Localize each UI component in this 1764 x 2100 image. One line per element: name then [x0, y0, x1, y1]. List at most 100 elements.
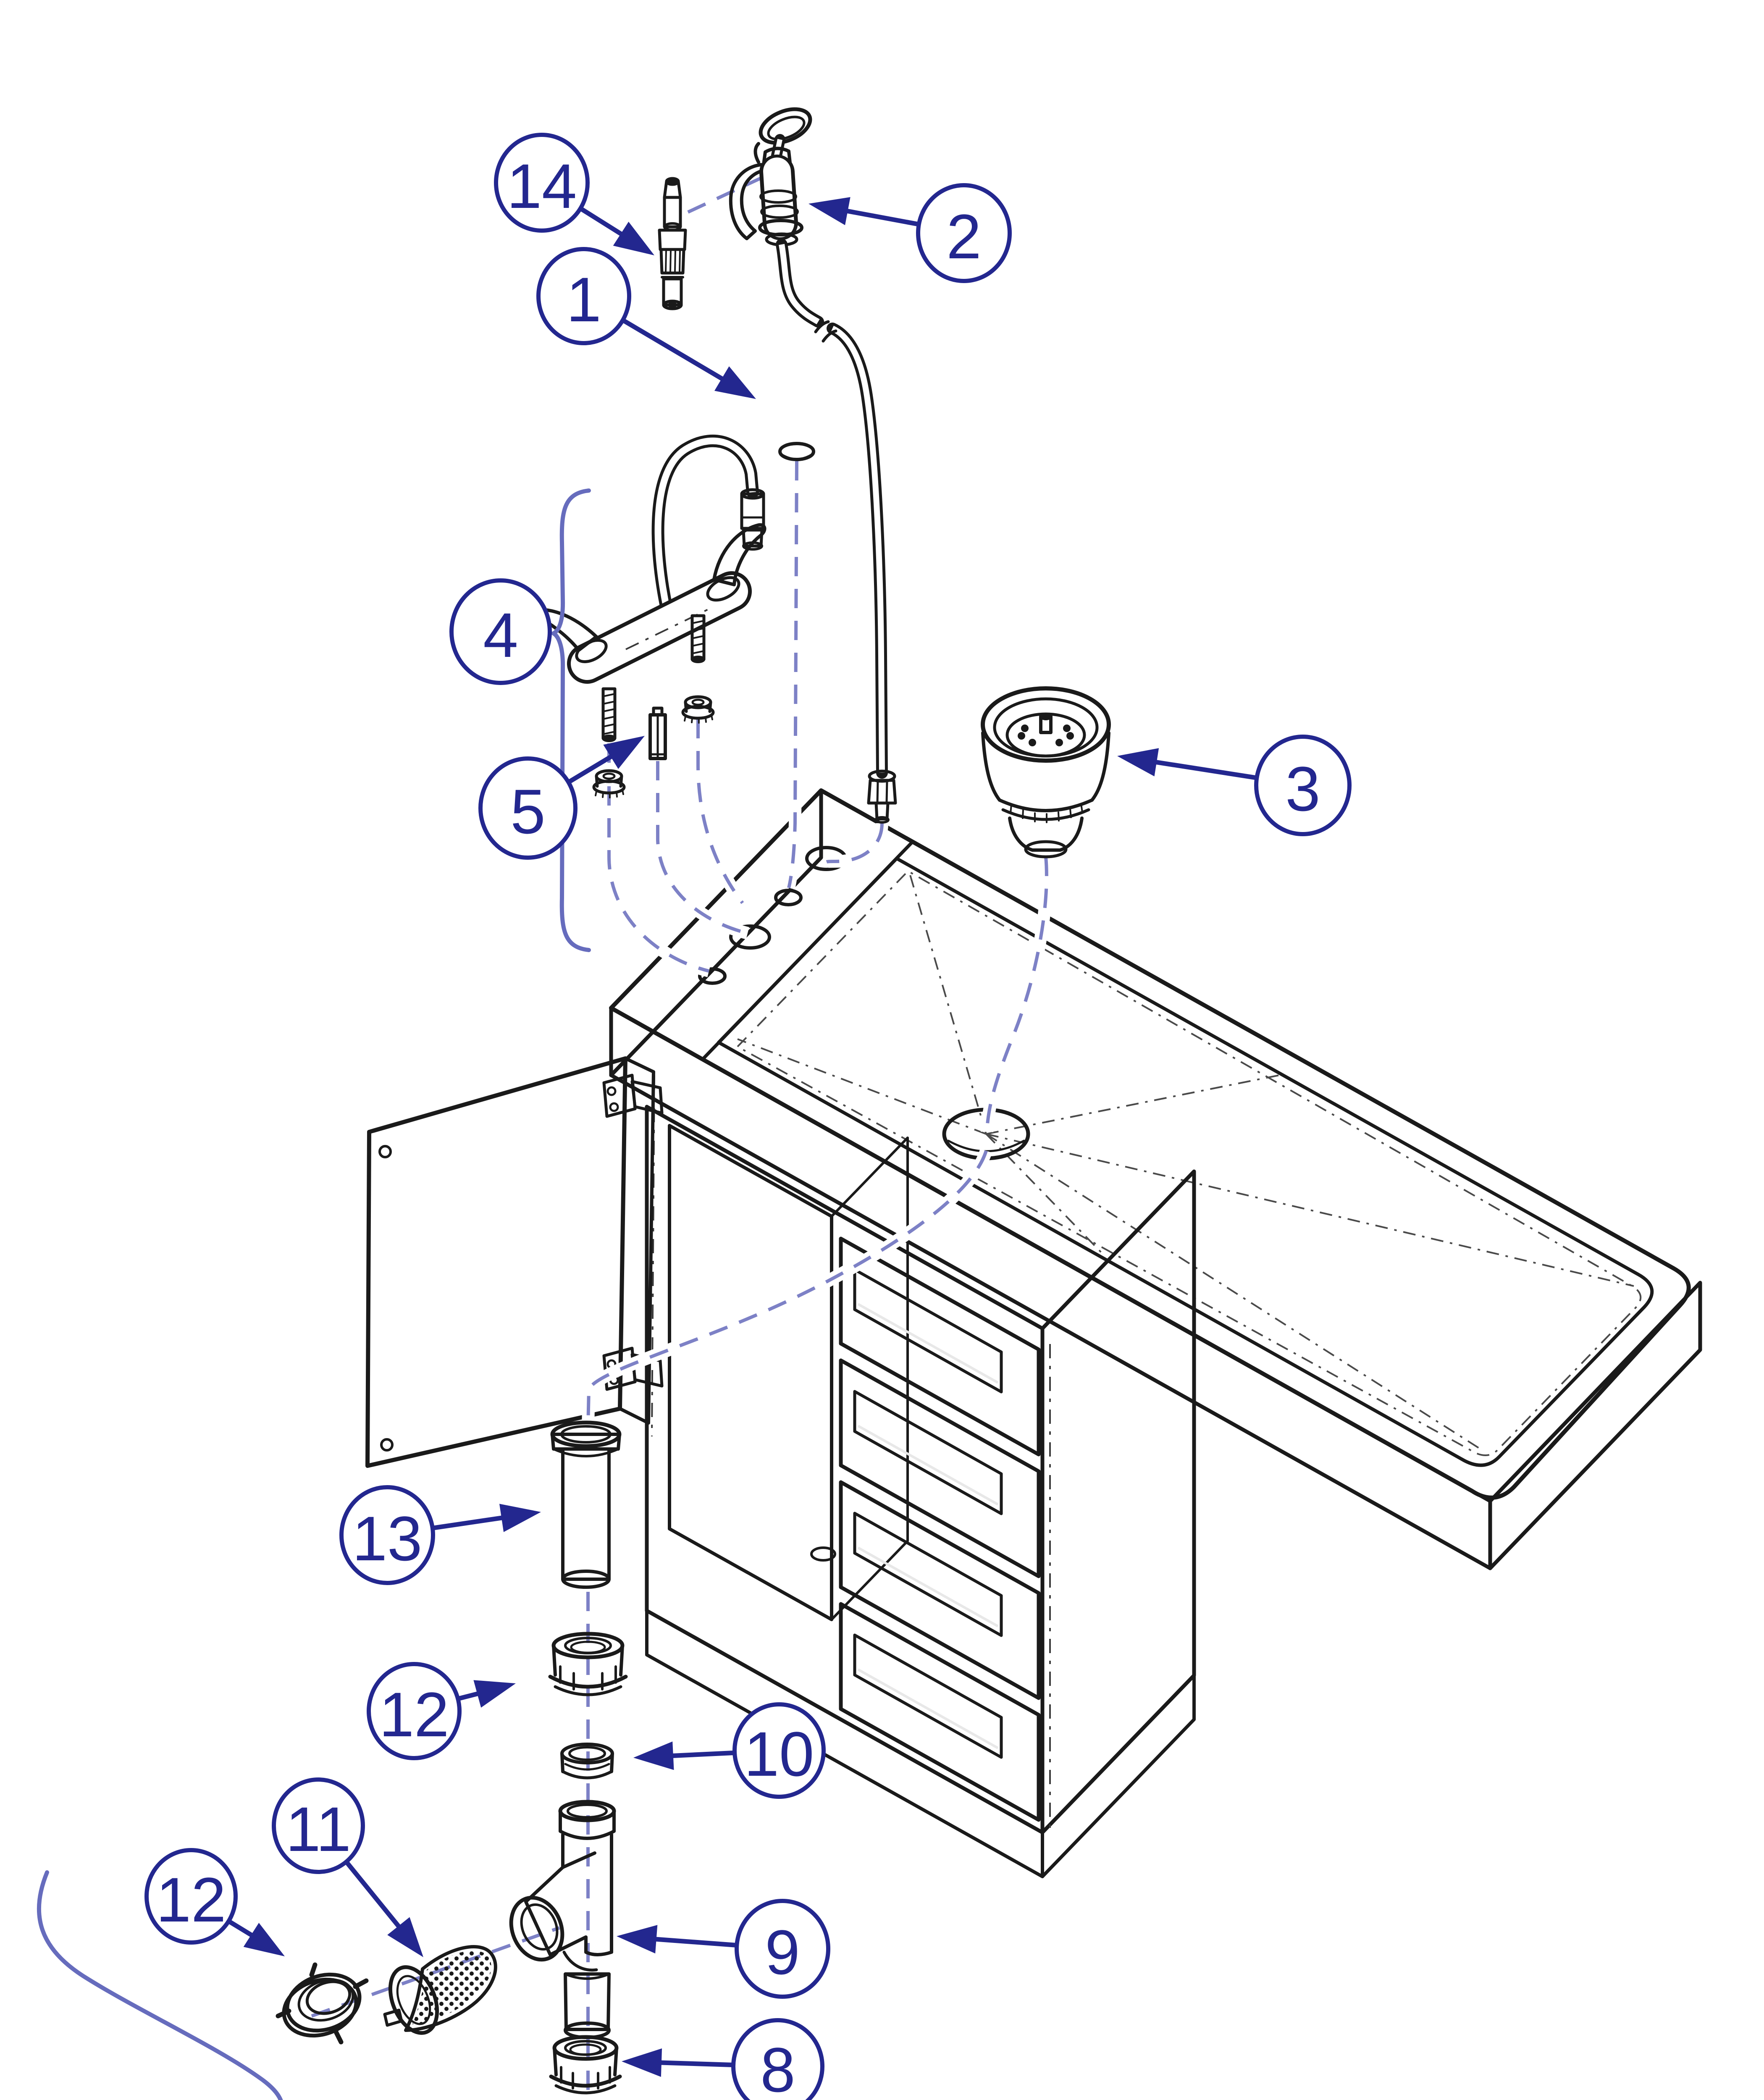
- callout-balloon: [536, 247, 631, 345]
- cabinet-right-side: [1040, 1169, 1196, 1835]
- locknut-lower: [276, 1962, 369, 2045]
- hex-standoff: [648, 706, 667, 760]
- tailpiece: [550, 1420, 622, 1589]
- drawer: [839, 1358, 1041, 1578]
- basin-inner-outline: [736, 870, 1642, 1456]
- basin-surface: [717, 857, 1654, 1467]
- callout-arrowhead-icon: [603, 736, 645, 769]
- callout-arrowhead-icon: [714, 366, 756, 399]
- door-screw-hole: [380, 1438, 394, 1452]
- callout-balloon: [367, 1662, 462, 1760]
- callout-leader: [457, 1691, 480, 1701]
- callout-leader: [227, 1919, 255, 1938]
- callout-number: 1: [566, 264, 601, 335]
- callout-leader: [845, 208, 919, 227]
- stud-right-dashed-line: [696, 719, 744, 904]
- callout-layer: 142145313121011129867: [144, 133, 1352, 2100]
- plug-dashed-line: [787, 461, 798, 888]
- callout-balloon: [272, 1777, 365, 1874]
- callout-leader: [659, 2060, 733, 2067]
- aerator-dashed-line: [687, 176, 763, 214]
- beveled-washer-upper: [560, 1743, 614, 1780]
- callout-balloon: [731, 2018, 824, 2100]
- drawer: [839, 1236, 1041, 1457]
- cabinet-floor-drain-hole: [810, 1546, 836, 1562]
- sprayer-trigger-guard: [729, 163, 769, 240]
- callout-arrowhead-icon: [387, 1917, 423, 1957]
- hose-dashed-line: [826, 823, 884, 864]
- sprayer-knob: [759, 107, 812, 145]
- callout-5: 5: [478, 736, 645, 860]
- callout-leader: [654, 1937, 737, 1948]
- slip-nut-upper: [548, 1632, 628, 1696]
- button-plug: [778, 442, 815, 461]
- callout-leader: [1154, 759, 1257, 780]
- hinge-axis-hidden-line: [651, 1075, 655, 1437]
- strainer-dashed-line: [985, 856, 1048, 1132]
- cabinet-base-front: [645, 1609, 1044, 1878]
- callout-arrowhead-icon: [473, 1680, 516, 1708]
- flange-nut: [681, 695, 715, 724]
- assembly-dashed-lines: [311, 176, 1053, 2100]
- callout-arrowhead-icon: [633, 1741, 674, 1770]
- callout-number: 9: [765, 1917, 800, 1987]
- callout-12: 12: [144, 1848, 285, 1956]
- callout-number: 2: [946, 201, 981, 272]
- basin-creases: [737, 873, 1634, 1451]
- tabletop-top-surface: [609, 788, 1691, 1500]
- callout-10: 10: [633, 1702, 826, 1799]
- sprayer-hose: [827, 323, 888, 779]
- callout-2: 2: [808, 183, 1012, 283]
- filter-tab: [383, 2008, 403, 2027]
- door-hinge: [602, 1074, 664, 1118]
- callout-9: 9: [617, 1899, 830, 1999]
- callout-balloon: [735, 1899, 830, 1999]
- flange-nut: [592, 769, 626, 798]
- spout-tip: [740, 488, 765, 551]
- cabinet-door: [365, 1056, 664, 1468]
- drain-to-tailpiece-dashed-line: [586, 1150, 988, 1428]
- callout-14: 14: [494, 133, 654, 255]
- callout-number: 10: [744, 1719, 814, 1789]
- callout-13: 13: [339, 1485, 541, 1585]
- callout-arrowhead-icon: [1117, 748, 1159, 777]
- door-screw-hole: [378, 1145, 392, 1158]
- hose-end-fitting: [867, 769, 897, 824]
- callout-balloon: [478, 756, 578, 860]
- callout-balloon: [494, 133, 590, 233]
- callout-arrowhead-icon: [617, 1925, 658, 1954]
- tee-branch-opening: [509, 1895, 564, 1962]
- sprayer-valve-assembly: [729, 107, 897, 824]
- sink-strainer: [981, 686, 1111, 858]
- slip-nut-lower: [549, 2035, 622, 2095]
- callout-11: 11: [272, 1777, 423, 1957]
- callout-balloon: [339, 1485, 435, 1585]
- drain-hole-shadow: [947, 1139, 1025, 1152]
- callout-number: 5: [510, 776, 545, 847]
- callout-balloon: [916, 183, 1012, 283]
- strainer-perforations: [1018, 724, 1074, 746]
- callout-leader: [433, 1515, 504, 1530]
- callout-12: 12: [367, 1662, 516, 1760]
- callout-number: 8: [760, 2034, 795, 2100]
- drawer: [839, 1480, 1041, 1700]
- callout-leader: [579, 207, 625, 237]
- callout-8: 8: [622, 2018, 824, 2100]
- callout-number: 11: [286, 1794, 351, 1864]
- callout-arrowhead-icon: [499, 1504, 541, 1532]
- callout-leader: [344, 1860, 402, 1929]
- group-brace-4: [549, 488, 591, 952]
- callout-balloon: [732, 1702, 826, 1799]
- callout-leader: [622, 318, 725, 382]
- callout-number: 4: [483, 600, 518, 670]
- callout-number: 14: [507, 151, 577, 221]
- callout-balloon: [144, 1848, 238, 1945]
- callout-arrowhead-icon: [622, 2048, 662, 2077]
- sink-table-weldment: [365, 788, 1702, 1878]
- callout-number: 12: [379, 1679, 449, 1750]
- cabinet-base-side: [1041, 1674, 1196, 1878]
- standoff-dashed-line: [656, 761, 748, 935]
- filter-flange: [388, 1965, 439, 2035]
